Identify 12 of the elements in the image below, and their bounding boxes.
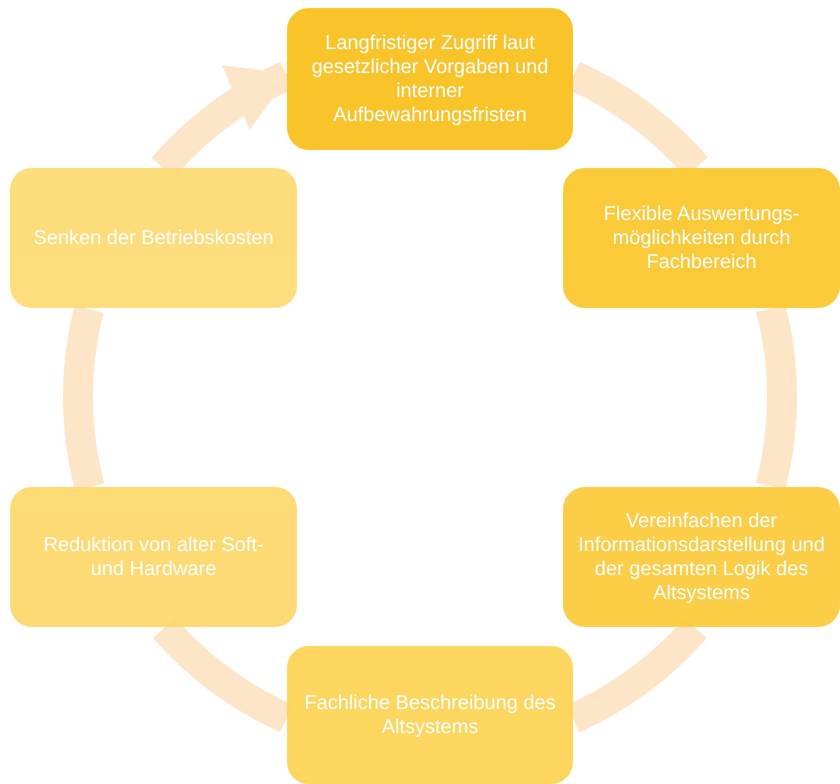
box-text: Vereinfachen der Informationsdarstellung und der gesamten Logik des Altsystems xyxy=(577,509,826,605)
process-box xyxy=(10,168,297,308)
process-box xyxy=(563,487,840,627)
process-box xyxy=(10,487,297,627)
box-text: Flexible Auswertungs-möglichkeiten durch Fachbereich xyxy=(602,202,800,274)
box-text: Fachliche Beschreibung des Altsystems xyxy=(303,691,557,739)
box-text: Senken der Betriebskosten xyxy=(33,226,274,250)
box-text: Reduktion von alter Soft- und Hardware xyxy=(42,533,265,581)
process-box xyxy=(563,168,840,308)
process-box xyxy=(287,646,573,784)
process-box xyxy=(287,8,573,150)
box-text: Langfristiger Zugriff laut gesetzlicher Vorgaben und interner Aufbewahrungsfristen xyxy=(310,31,550,127)
